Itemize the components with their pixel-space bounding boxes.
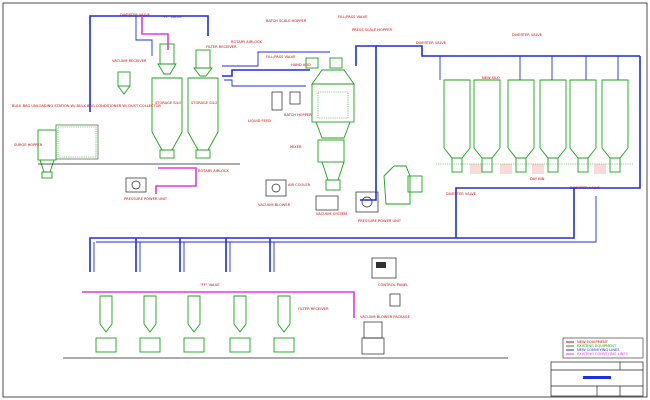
vacuum-receiver-label: VACUUM RECEIVER	[112, 59, 147, 63]
bulk-unloading-label: BULK BAG UNLOADING STATION W/ BULK BAG C…	[12, 104, 161, 108]
ff-valve-bottom-label: "FF" VALVE	[200, 283, 220, 287]
vacuum-blower-center: AIR COOLER VACUUM BLOWER VACUUM SYSTEM	[258, 179, 347, 216]
legend-item-4: EXISTING CONVEYING LINES	[577, 352, 629, 356]
bulk-bag-unloading-station: BULK BAG UNLOADING STATION W/ BULK BAG C…	[12, 104, 161, 179]
svg-text:VACUUM SYSTEM: VACUUM SYSTEM	[316, 212, 347, 216]
filter-receiver-bottom-label: FILTER RECEIVER	[298, 307, 329, 311]
legend-item-2: EXISTING EQUIPMENT	[577, 344, 617, 348]
packing-station-5	[273, 295, 295, 353]
new-silo-label: NEW SILO	[482, 76, 500, 80]
pressure-power-unit-2: PRESSURE POWER UNIT	[355, 165, 423, 223]
svg-text:VACUUM BLOWER: VACUUM BLOWER	[258, 203, 291, 207]
rotary-airlock-mid-label: ROTARY AIRLOCK	[198, 169, 230, 173]
batch-hopper-label: BATCH HOPPER	[284, 113, 312, 117]
legend-item-3: NEW CONVEYING LINES	[577, 348, 620, 352]
svg-text:PRESSURE POWER UNIT: PRESSURE POWER UNIT	[124, 197, 168, 201]
right-silo-bank: NEW SILO DAY BIN DIVERTER VALVE DIVERTER…	[416, 33, 634, 196]
diverter-valve-top-label: DIVERTER VALVE	[120, 13, 151, 17]
ff-valve-top-label: "FF" VALVE	[162, 15, 182, 19]
storage-silo-2-label: STORAGE SILO	[191, 101, 217, 105]
svg-text:AIR COOLER: AIR COOLER	[288, 183, 311, 187]
day-bin-label: DAY BIN	[530, 177, 545, 181]
diverter-valve-low-label: DIVERTER VALVE	[446, 192, 477, 196]
pressure-power-unit-1: PRESSURE POWER UNIT	[124, 177, 168, 201]
bottom-packing-line: "FF" VALVE FILTER RECEIVER VACUUM BLOWER…	[95, 257, 411, 355]
fill-pass-valve-2-label: FILL/PASS VALVE	[266, 55, 296, 59]
existing-conveying-lines	[82, 16, 355, 318]
legend: NEW EQUIPMENT EXISTING EQUIPMENT NEW CON…	[562, 337, 644, 359]
fill-pass-valve-label: FILL/PASS VALVE	[338, 15, 368, 19]
storage-silos-left: STORAGE SILO STORAGE SILO FILTER RECEIVE…	[112, 13, 263, 173]
filter-receiver-top-label: FILTER RECEIVER	[206, 45, 237, 49]
legend-item-1: NEW EQUIPMENT	[577, 340, 609, 344]
diverter-valve-right-label: DIVERTER VALVE	[416, 41, 447, 45]
press-scale-hopper-label: PRESS SCALE HOPPER	[352, 28, 392, 32]
svg-text:PRESSURE POWER UNIT: PRESSURE POWER UNIT	[358, 219, 402, 223]
diverter-valve-right2-label: DIVERTER VALVE	[512, 33, 543, 37]
hand-add-label: HAND ADD	[291, 63, 311, 67]
liquid-feed-label: LIQUID FEED	[248, 119, 271, 123]
mixer-label: MIXER	[290, 145, 302, 149]
center-batching-area: BATCH SCALE HOPPER FILL/PASS VALVE PRESS…	[248, 15, 392, 191]
packing-station-4	[229, 295, 251, 353]
control-panel-box	[371, 257, 397, 279]
surge-hopper-label: SURGE HOPPER	[14, 143, 43, 147]
control-panel-label: CONTROL PANEL	[378, 283, 408, 287]
new-conveying-lines	[89, 15, 641, 272]
packing-station-1	[95, 295, 117, 353]
vacuum-blower-bottom-label: VACUUM BLOWER PACKAGE	[360, 315, 411, 319]
rotary-airlock-top-label: ROTARY AIRLOCK	[231, 40, 263, 44]
storage-silo-1-label: STORAGE SILO	[155, 101, 181, 105]
batch-scale-hopper-label: BATCH SCALE HOPPER	[266, 19, 307, 23]
title-block	[550, 361, 644, 397]
packing-station-2	[139, 295, 161, 353]
packing-station-3	[183, 295, 205, 353]
